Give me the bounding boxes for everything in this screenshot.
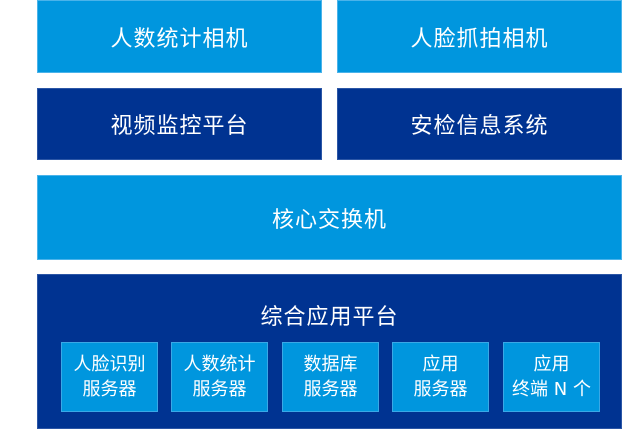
people-counting-camera-box: 人数统计相机 [37,0,322,73]
database-server-box: 数据库 服务器 [282,342,379,412]
module-line1: 应用 [533,354,570,375]
application-terminals-box: 应用 终端 N 个 [503,342,600,412]
module-line1: 人脸识别 [73,354,146,375]
video-surveillance-platform-box: 视频监控平台 [37,88,322,160]
module-line1: 应用 [422,354,459,375]
face-capture-camera-box: 人脸抓拍相机 [337,0,622,73]
core-switch-label: 核心交换机 [271,207,387,233]
security-inspection-system-box: 安检信息系统 [337,88,622,160]
integrated-application-platform-box: 综合应用平台 人脸识别 服务器 人数统计 服务器 数据库 服务器 应用 服务器 … [37,274,622,429]
application-server-box: 应用 服务器 [392,342,489,412]
face-recognition-server-box: 人脸识别 服务器 [61,342,158,412]
module-line2: 服务器 [413,379,468,400]
people-counting-camera-label: 人数统计相机 [110,26,249,52]
module-line1: 数据库 [303,354,358,375]
module-line1: 人数统计 [183,354,256,375]
module-line2: 服务器 [192,379,247,400]
platform-title: 综合应用平台 [260,305,399,330]
security-inspection-system-label: 安检信息系统 [410,114,549,139]
video-surveillance-platform-label: 视频监控平台 [110,114,249,139]
people-counting-server-box: 人数统计 服务器 [171,342,268,412]
module-line2: 服务器 [303,379,358,400]
face-capture-camera-label: 人脸抓拍相机 [410,26,549,52]
module-line2: 终端 N 个 [512,379,591,400]
module-line2: 服务器 [82,379,137,400]
core-switch-box: 核心交换机 [37,175,622,260]
